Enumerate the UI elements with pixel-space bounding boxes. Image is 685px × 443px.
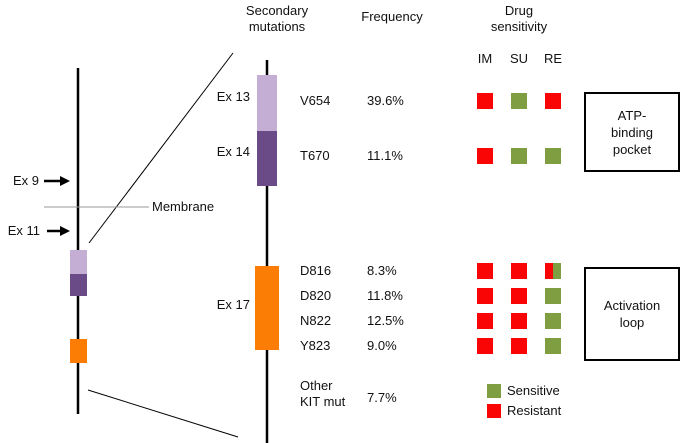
sensitivity-row (477, 288, 561, 304)
left-ex13-box (70, 250, 87, 274)
sensitivity-square-S (545, 313, 561, 329)
sensitivity-square-R (545, 93, 561, 109)
sensitivity-square-R (511, 263, 527, 279)
mutation-frequency: 9.0% (367, 338, 397, 353)
mutation-name: N822 (300, 313, 332, 328)
mutation-frequency: 11.1% (367, 148, 403, 163)
legend-sensitive-label: Sensitive (507, 383, 560, 398)
zoom-ex14-label: Ex 14 (216, 144, 250, 159)
mutation-name: Y823 (300, 338, 331, 353)
ex11-arrow-icon (47, 226, 70, 236)
header-secondary-mutations: Secondary mutations (245, 3, 309, 34)
sensitivity-square-S (511, 93, 527, 109)
region-box-activation-loop-label: Activation loop (603, 298, 661, 330)
sensitivity-row (477, 313, 561, 329)
legend-resistant-label: Resistant (507, 403, 562, 418)
sensitivity-square-R (511, 313, 527, 329)
sensitivity-row (477, 148, 561, 164)
sensitivity-row (477, 93, 561, 109)
region-box-atp-binding-pocket-label: ATP-binding pocket (611, 107, 653, 157)
header-drug-sensitivity: Drug sensitivity (490, 3, 548, 34)
header-frequency: Frequency (361, 9, 423, 24)
region-box-activation-loop: Activation loop (584, 267, 680, 361)
sensitivity-square-S (511, 148, 527, 164)
sensitivity-square-R (511, 338, 527, 354)
sensitivity-square-R (477, 288, 493, 304)
zoom-ex17-box (255, 266, 279, 350)
mutation-name: Other KIT mut (300, 378, 346, 409)
mutation-name: D820 (300, 288, 332, 303)
mutation-frequency: 7.7% (367, 390, 397, 405)
zoom-ex17-label: Ex 17 (216, 297, 250, 312)
drug-column-su: SU (509, 51, 529, 66)
left-ex14-box (70, 274, 87, 296)
sensitivity-row (477, 338, 561, 354)
drug-column-im: IM (477, 51, 493, 66)
sensitivity-square-R (477, 93, 493, 109)
mutation-name: T670 (300, 148, 330, 163)
ex9-arrow-icon (44, 176, 70, 186)
sensitivity-square-R (477, 263, 493, 279)
sensitivity-square-R-S (545, 263, 561, 279)
mutation-frequency: 8.3% (367, 263, 397, 278)
zoom-connector-bottom-line (87, 389, 239, 438)
mutation-frequency: 39.6% (367, 93, 404, 108)
legend-sensitive-swatch (487, 384, 501, 398)
zoom-ex13-box (257, 75, 277, 131)
mutation-name: D816 (300, 263, 332, 278)
sensitivity-square-R (477, 338, 493, 354)
mutation-frequency: 11.8% (367, 288, 403, 303)
left-ex9-label: Ex 9 (12, 173, 39, 188)
drug-column-re: RE (543, 51, 563, 66)
mutation-frequency: 12.5% (367, 313, 404, 328)
membrane-label: Membrane (152, 199, 215, 214)
left-ex17-box (70, 339, 87, 363)
sensitivity-square-R (477, 313, 493, 329)
sensitivity-square-R (511, 288, 527, 304)
left-ex11-label: Ex 11 (7, 223, 40, 238)
sensitivity-square-S (545, 148, 561, 164)
zoom-ex13-label: Ex 13 (216, 89, 250, 104)
zoom-ex14-box (257, 131, 277, 186)
region-box-atp-binding-pocket: ATP-binding pocket (584, 92, 680, 172)
legend-resistant-swatch (487, 404, 501, 418)
sensitivity-square-S (545, 338, 561, 354)
sensitivity-square-R (477, 148, 493, 164)
sensitivity-row (477, 263, 561, 279)
mutation-name: V654 (300, 93, 331, 108)
sensitivity-square-S (545, 288, 561, 304)
zoom-connector-top-line (88, 52, 234, 244)
